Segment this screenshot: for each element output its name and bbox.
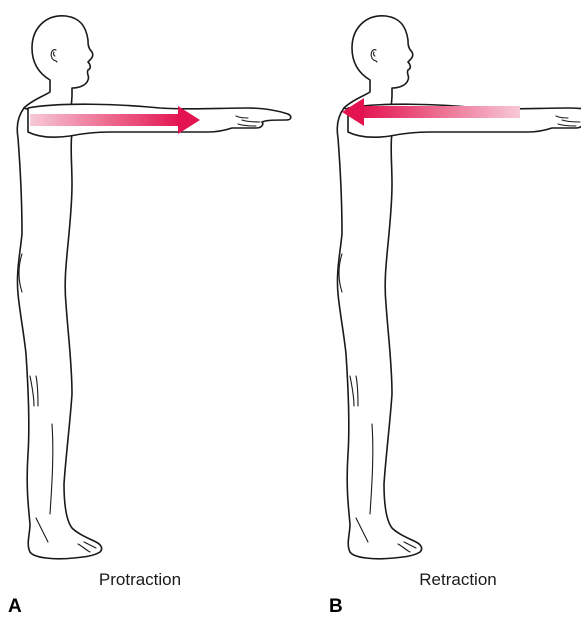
caption-a: Protraction [70,570,210,590]
panel-label-a: A [8,596,22,618]
figure-a [17,16,291,559]
panel-label-b: B [329,596,343,618]
figure-b [337,16,581,559]
caption-b: Retraction [388,570,528,590]
